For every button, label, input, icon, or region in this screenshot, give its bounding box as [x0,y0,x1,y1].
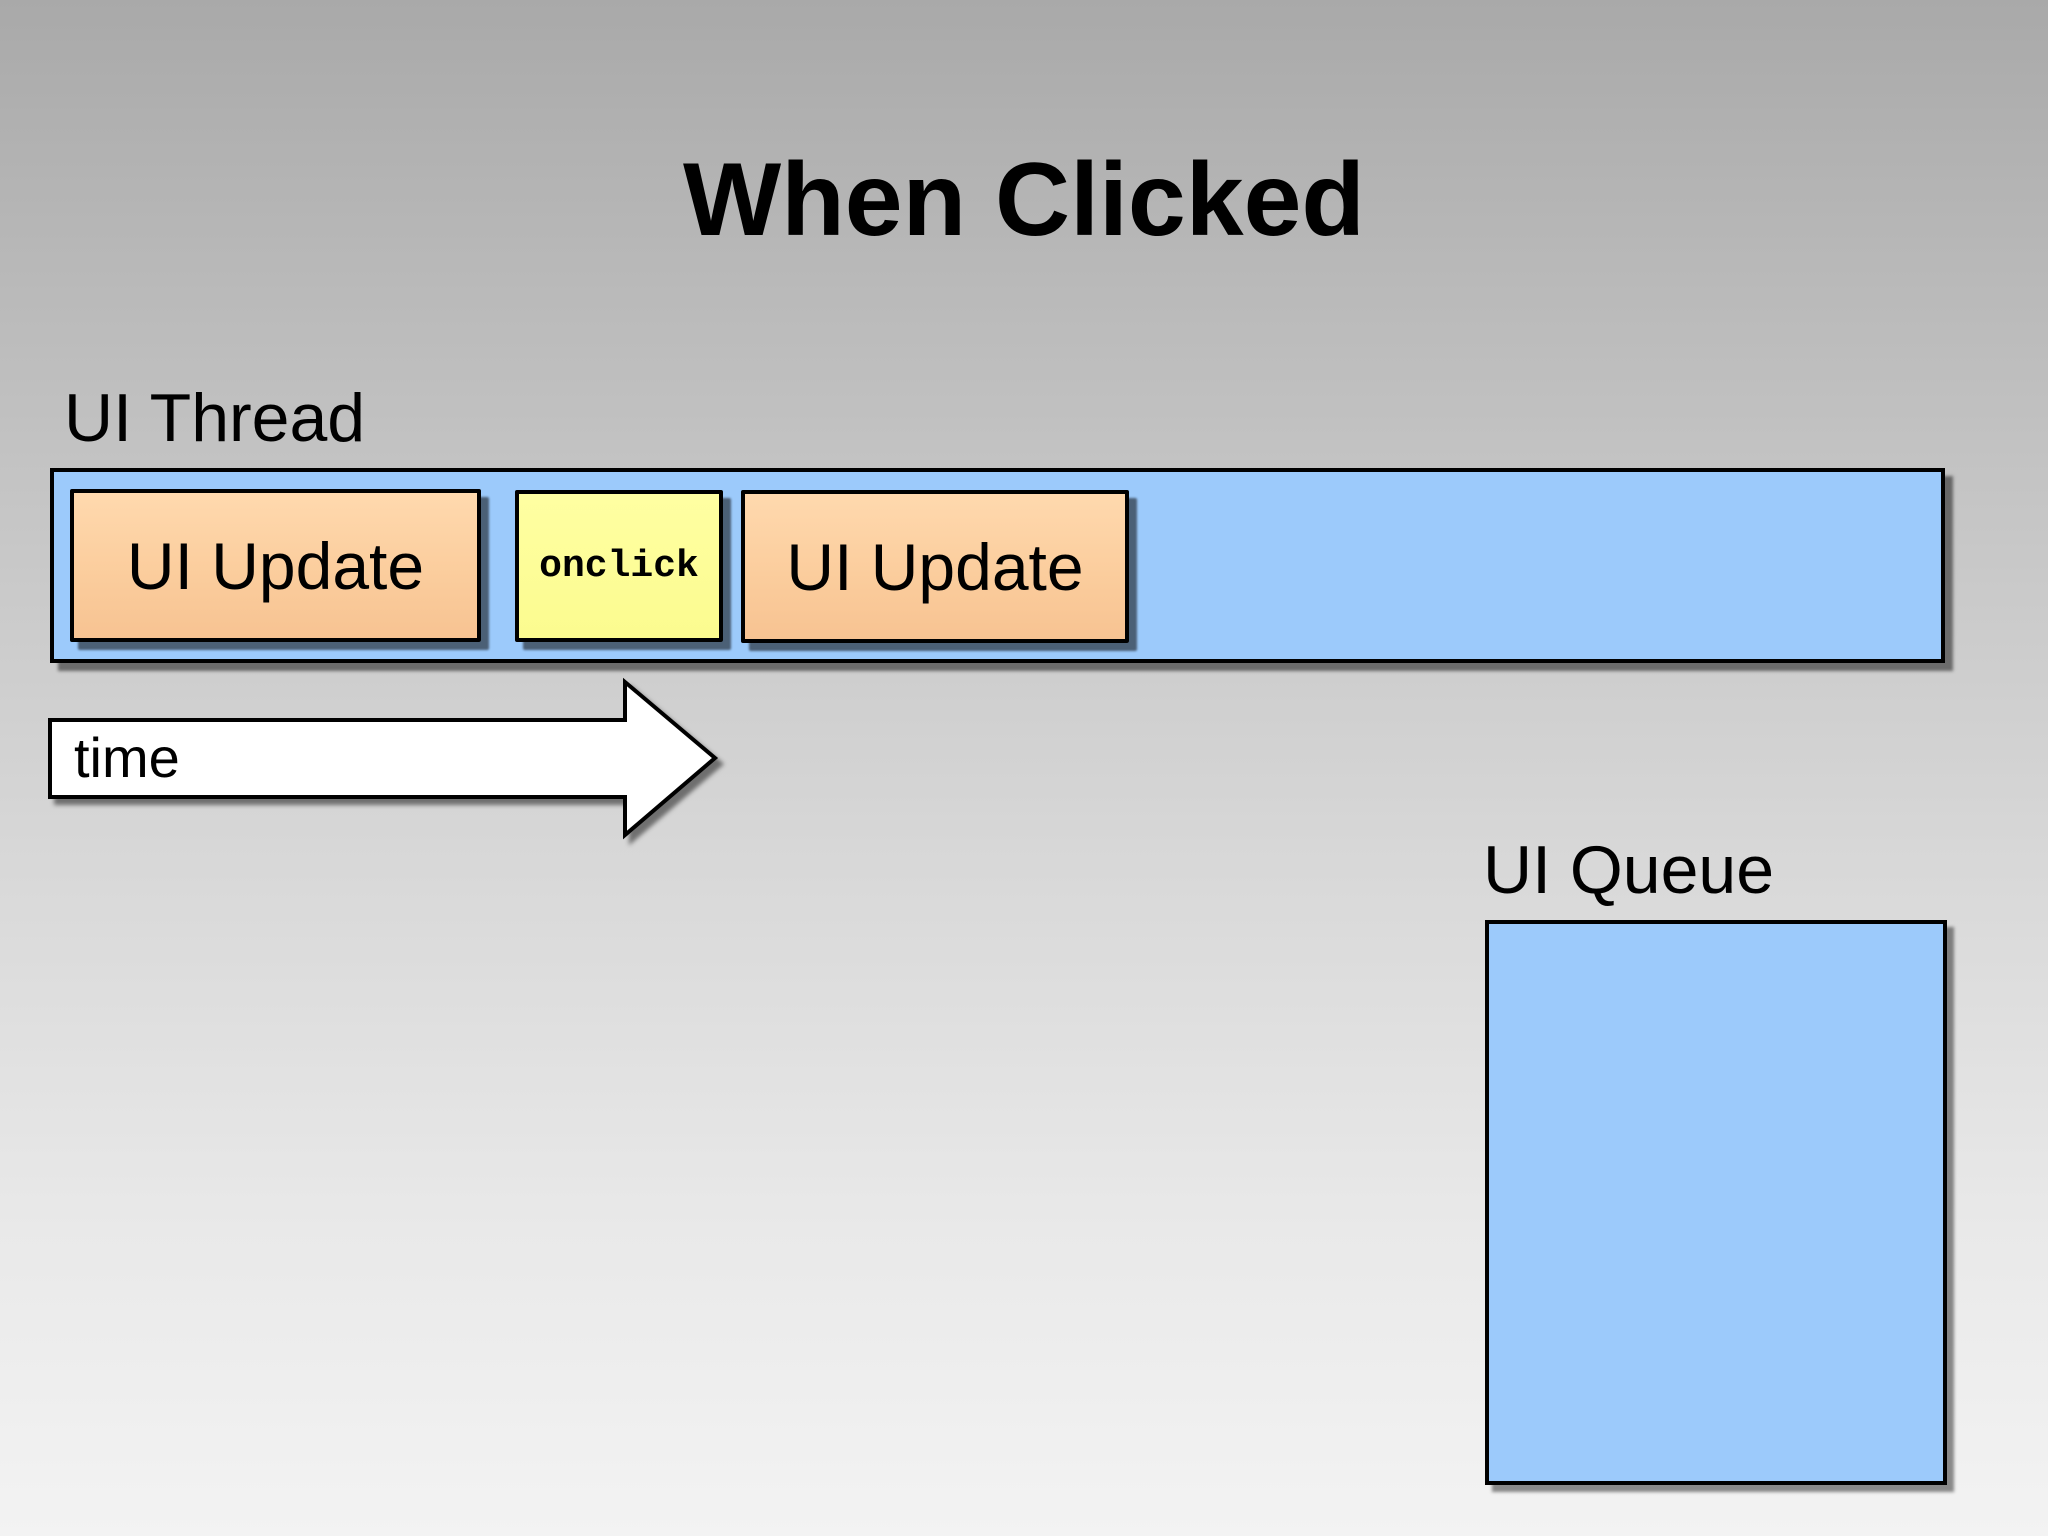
ui-update-block-1: UI Update [70,489,481,642]
ui-queue-box [1485,920,1947,1485]
ui-thread-label: UI Thread [64,380,366,456]
slide-title: When Clicked [683,142,1365,258]
time-arrow-icon [48,677,719,840]
ui-queue-label: UI Queue [1483,832,1775,908]
onclick-handler-label: onclick [539,544,699,588]
ui-update-block-1-label: UI Update [126,528,425,603]
ui-update-block-2-label: UI Update [786,529,1084,604]
ui-update-block-2: UI Update [741,490,1129,643]
ui-thread-track: UI Update onclick UI Update [50,468,1945,663]
time-label: time [74,726,180,789]
time-arrow-shape [48,677,719,840]
onclick-handler-block: onclick [515,490,723,642]
